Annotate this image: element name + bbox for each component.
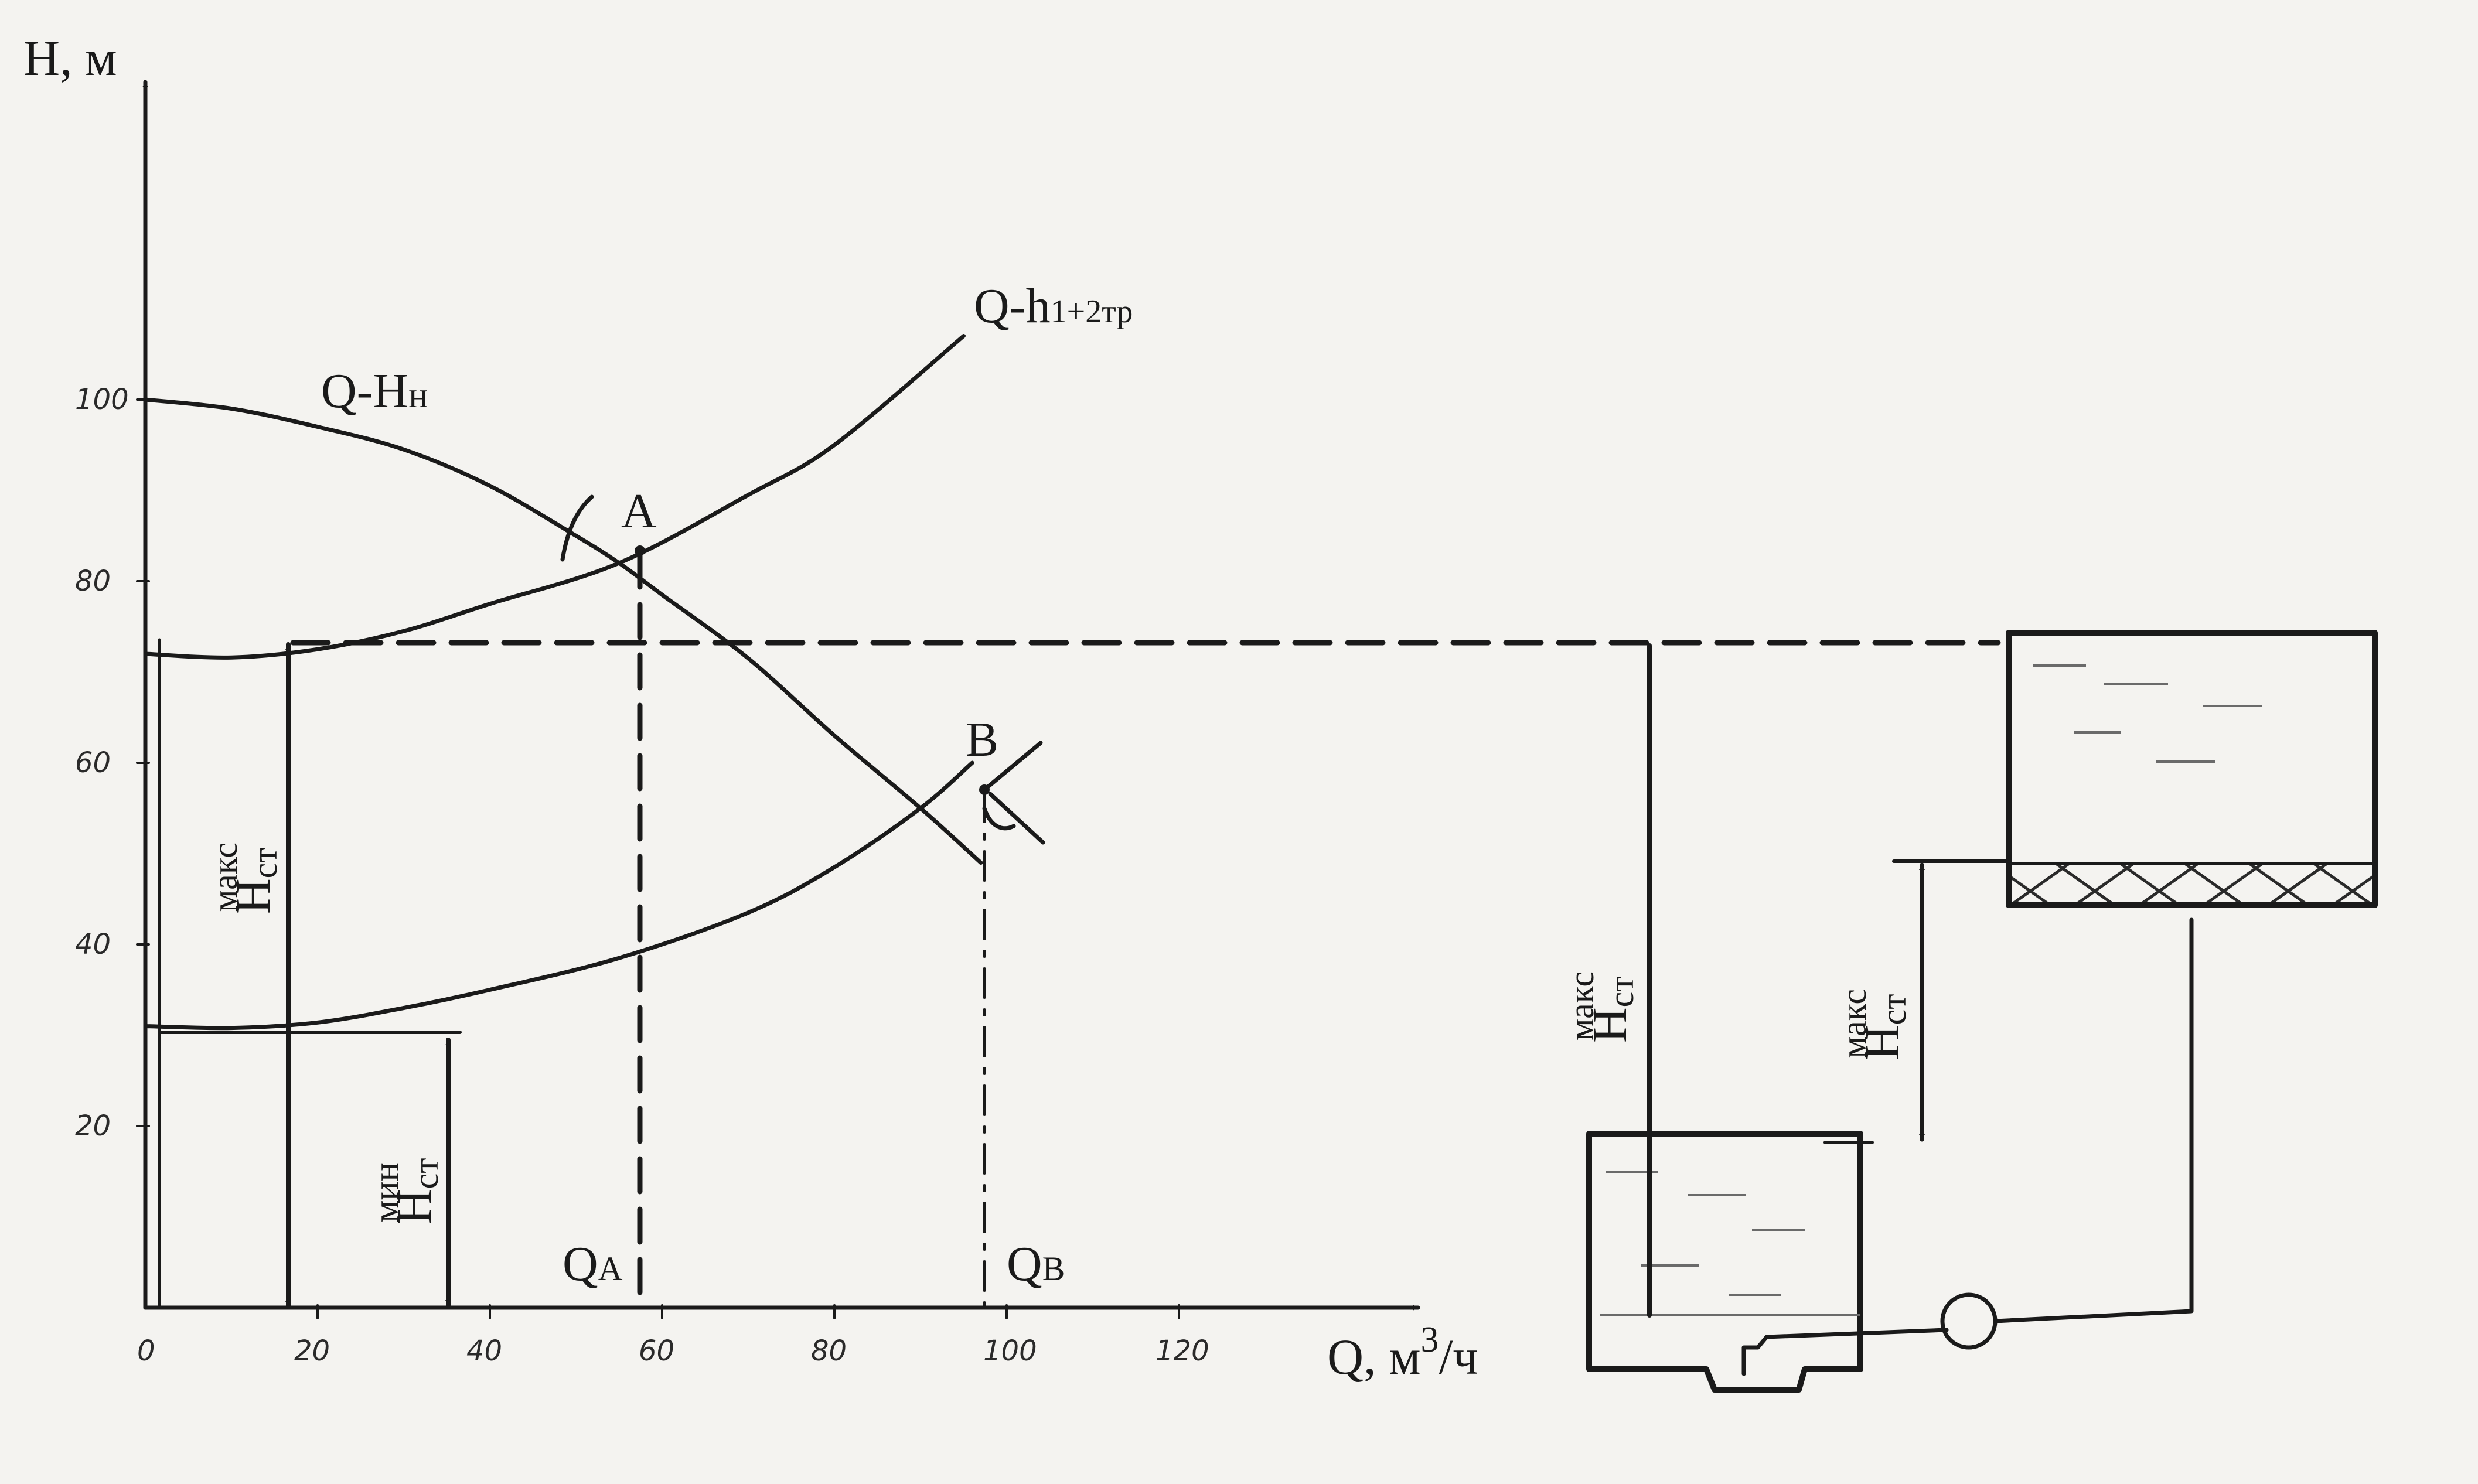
curve-label-pipe: Q-h1+2тр [974,279,1133,333]
qa-label: QA [563,1237,623,1291]
point-a-label: A [621,484,657,538]
hst-levels-sup: макс [1835,989,1873,1058]
qa-label-main: Q [563,1237,598,1291]
characteristic-curves [143,334,983,1031]
upper-tank-water-lines [2033,664,2262,763]
lower-tank [1586,1131,1863,1393]
hst-max-tanks-main: H [1583,1007,1637,1043]
q-axis-label: Q, м3/ч [1327,1320,1478,1385]
regulation-mark-b [982,741,1045,845]
curve-label-pipe-sub: 1+2тр [1051,294,1133,330]
hst-levels-sub: ст [1874,994,1913,1025]
qb-label-sub: B [1042,1250,1065,1288]
pump-icon [1940,1292,1998,1350]
hst-max-tanks-sub: ст [1602,976,1641,1007]
curve-pipe-qh [143,334,966,660]
qa-label-sub: A [598,1250,623,1288]
curve-label-pump: Q-Hн [321,364,428,418]
curve-system-low [143,760,974,1031]
hst-max-tanks-sup: макс [1562,971,1601,1040]
y-tick-label: 60 [75,746,111,779]
x-tick-label: 40 [466,1335,502,1367]
hst-max-sub: ст [246,847,284,878]
q-axis-tail: /ч [1439,1329,1478,1385]
curve-label-pump-sub: н [408,376,428,415]
lower-tank-water-lines [1600,1171,1860,1316]
axis-ticks: 0 20 40 60 80 100 120 20 40 60 80 100 [75,383,1209,1367]
x-tick-label: 100 [983,1335,1037,1367]
upper-tank [2006,630,2378,908]
y-tick-label: 100 [75,383,129,416]
pressure-pipe [1993,917,2194,1323]
curve-label-pipe-main: Q-h [974,279,1051,333]
operating-point-a [635,545,645,556]
point-b-label: B [966,712,998,767]
q-axis-sup: 3 [1421,1320,1439,1360]
hst-levels-main: H [1855,1025,1910,1060]
regulation-mark-a [560,494,594,562]
suction-pipe [1741,1328,1949,1376]
y-tick-label: 80 [75,565,111,598]
x-tick-label: 20 [294,1335,330,1367]
h-axis-label: H, м [23,30,117,86]
q-axis-text: Q, м [1327,1329,1421,1385]
pumping-scheme: Hстмакс Hстмакс [1562,630,2378,1393]
hst-min-label-chart: Hстмин [367,1158,445,1224]
hst-max-sup: макс [206,842,244,912]
upper-tank-sediment [2012,864,2372,902]
qb-label-main: Q [1007,1237,1042,1291]
hst-max-label-chart: Hстмакс [206,842,284,914]
hst-min-main: H [387,1189,442,1224]
qb-label: QB [1007,1237,1065,1291]
hst-min-sub: ст [407,1158,445,1189]
curve-label-pump-main: Q-H [321,364,408,418]
x-tick-label: 120 [1156,1335,1209,1367]
hst-max-main: H [226,878,281,914]
x-tick-label: 80 [811,1335,847,1367]
x-tick-label: 60 [639,1335,674,1367]
axes [142,80,1420,1311]
hst-max-label-tanks: Hстмакс [1562,971,1641,1043]
x-tick-label: 0 [137,1335,155,1367]
curve-pump-qh [143,397,983,865]
hst-min-sup: мин [367,1162,405,1222]
y-tick-label: 20 [75,1110,111,1142]
y-tick-label: 40 [75,928,111,961]
hst-max-label-levels: Hстмакс [1835,989,1913,1060]
